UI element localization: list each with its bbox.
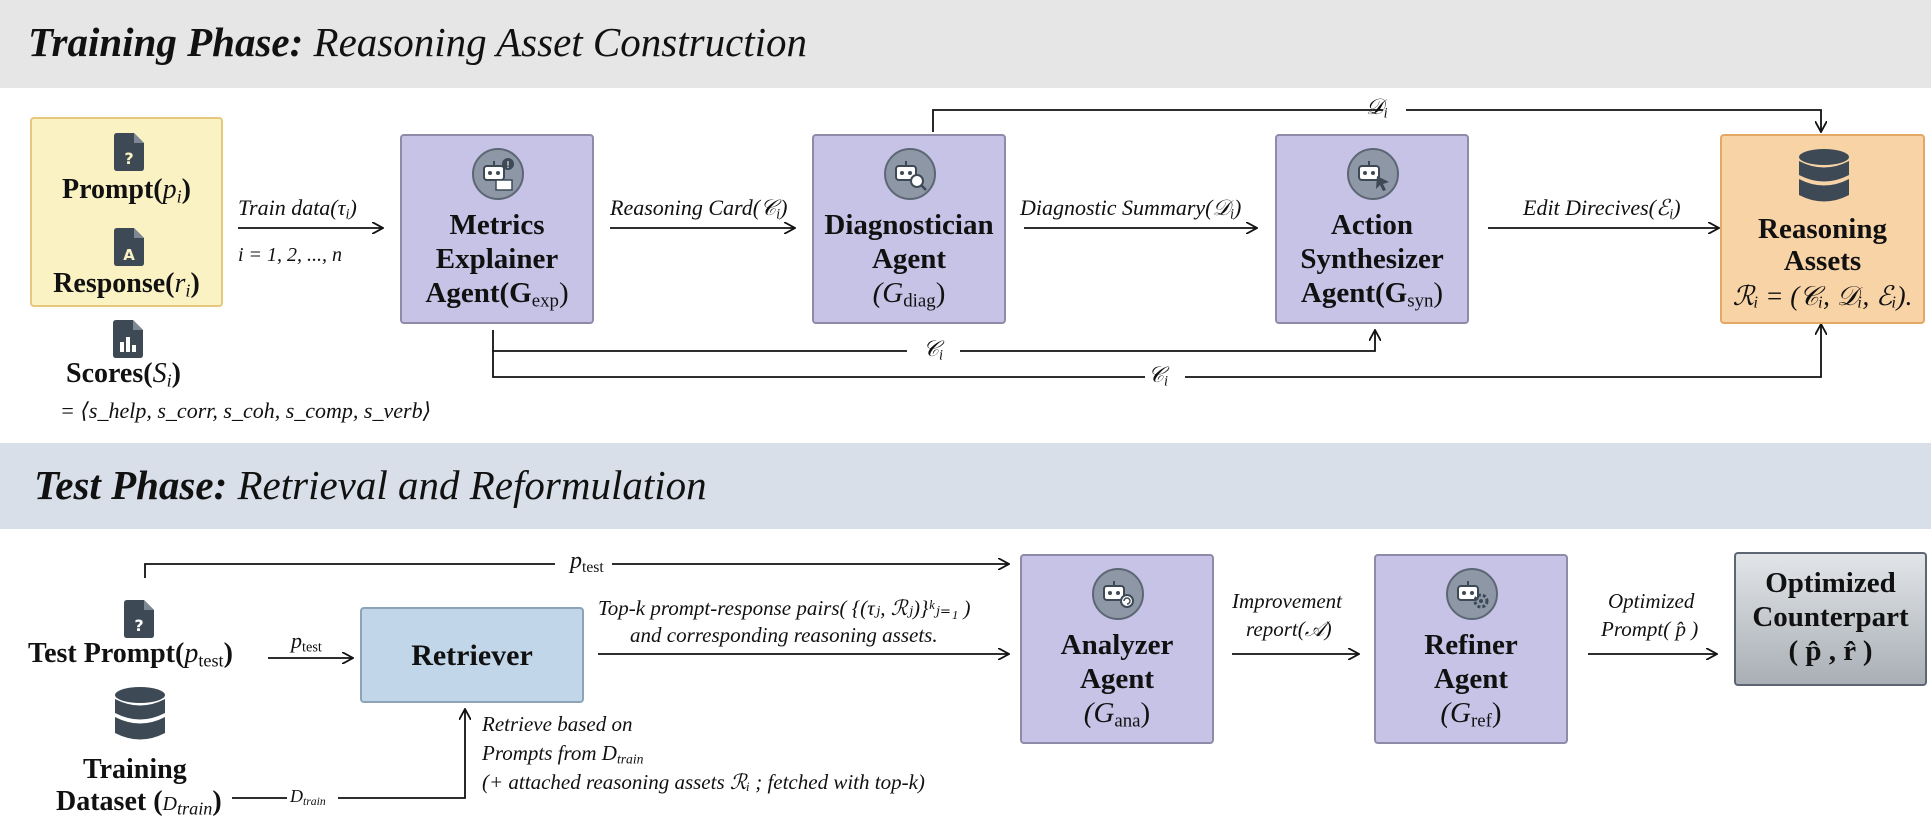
action-line2: Synthesizer	[1300, 243, 1444, 275]
prompt-label: Prompt(pi)	[62, 174, 191, 207]
response-label: Response(ri)	[53, 268, 200, 301]
diagnostician-agent: Diagnostician Agent (Gdiag)	[812, 134, 1006, 324]
index-range-label: i = 1, 2, ..., n	[238, 244, 343, 266]
p-test-arrow-label: ptest	[291, 628, 322, 656]
improvement-line1: Improvement	[1232, 589, 1343, 613]
arrow-metrics-to-action-bypass	[492, 330, 907, 352]
test-phase-title: Test Phase: Retrieval and Reformulation	[34, 461, 707, 509]
diag-line2: Agent	[871, 243, 947, 275]
topk-line1: Top-k prompt-response pairs( {(τⱼ, ℛⱼ)}ᵏ…	[598, 596, 971, 620]
refiner-line2: Agent	[1433, 663, 1509, 695]
topk-line2: and corresponding reasoning assets.	[630, 623, 938, 647]
svg-text:?: ?	[134, 616, 143, 635]
assets-line2: Assets	[1783, 245, 1862, 277]
diagnostic-summary-label: Diagnostic Summary(𝒟i)	[1020, 195, 1242, 223]
c-mid-bypass-label: 𝒞i	[923, 336, 944, 364]
p-test-top-label: ptest	[570, 548, 604, 576]
metrics-line2: Explainer	[435, 243, 559, 275]
arrow-metrics-to-assets-bypass	[492, 351, 1145, 378]
counterpart-line2: Counterpart	[1752, 601, 1909, 633]
question-document-icon: ?	[114, 133, 144, 171]
analyzer-line3: (Gana)	[1083, 697, 1151, 732]
retrieve-line2: Prompts from Dtrain	[482, 741, 644, 767]
training-dataset-line1: Training	[83, 754, 187, 785]
robot-alert-icon: !	[472, 148, 524, 200]
retriever-label: Retriever	[411, 639, 533, 672]
input-card: ? Prompt(pi) A Response(ri)	[30, 117, 223, 307]
test-prompt-label: Test Prompt(ptest)	[28, 638, 233, 671]
edit-directives-label: Edit Direcives(ℰi)	[1523, 195, 1681, 223]
metrics-line1: Metrics	[449, 209, 545, 241]
reasoning-card-label: Reasoning Card(𝒞i)	[610, 195, 788, 223]
diag-line1: Diagnostician	[824, 209, 994, 241]
training-title-bold: Training Phase:	[28, 19, 304, 65]
robot-gear-icon	[1446, 568, 1498, 620]
counterpart-line1: Optimized	[1765, 567, 1896, 599]
assets-line1: Reasoning	[1758, 213, 1887, 245]
action-line3: Agent(Gsyn)	[1300, 277, 1444, 312]
svg-text:A: A	[123, 246, 135, 264]
d-bypass-label: 𝒟i	[1366, 94, 1388, 122]
optimized-prompt-line2: Prompt( p̂ )	[1601, 617, 1699, 641]
optimized-counterpart-box: Optimized Counterpart ( p̂ , r̂ )	[1734, 552, 1927, 686]
train-data-label: Train data(τi)	[238, 195, 357, 223]
metrics-line3: Agent(Gexp)	[425, 277, 569, 312]
action-synthesizer-agent: Action Synthesizer Agent(Gsyn)	[1275, 134, 1469, 324]
retriever-box: Retriever	[360, 607, 584, 703]
refiner-line3: (Gref)	[1440, 697, 1502, 732]
improvement-line2: report(𝒜)	[1246, 617, 1332, 641]
scores-label: Scores(Si)	[66, 358, 181, 391]
arrow-test-prompt-to-analyzer	[144, 563, 555, 578]
scores-formula: = ⟨s_help, s_corr, s_coh, s_comp, s_verb…	[60, 398, 432, 423]
d-train-arrow-label: Dtrain	[290, 786, 326, 808]
assets-formula: ℛᵢ = (𝒞ᵢ, 𝒟ᵢ, ℰᵢ).	[1732, 281, 1913, 311]
analyzer-line2: Agent	[1079, 663, 1155, 695]
training-dataset-line2: Dataset (Dtrain)	[56, 786, 222, 819]
refiner-agent: Refiner Agent (Gref)	[1374, 554, 1568, 744]
answer-document-icon: A	[114, 228, 144, 266]
c-bottom-bypass-label: 𝒞i	[1148, 362, 1169, 390]
training-phase-band: Training Phase: Reasoning Asset Construc…	[0, 0, 1931, 88]
robot-cursor-icon	[1347, 148, 1399, 200]
analyzer-agent: Analyzer Agent (Gana)	[1020, 554, 1214, 744]
svg-text:?: ?	[124, 149, 133, 168]
retrieve-line1: Retrieve based on	[482, 712, 633, 736]
test-title-rest: Retrieval and Reformulation	[237, 462, 707, 508]
analyzer-line1: Analyzer	[1060, 629, 1174, 661]
reasoning-assets-box: Reasoning Assets ℛᵢ = (𝒞ᵢ, 𝒟ᵢ, ℰᵢ).	[1720, 134, 1925, 324]
svg-text:!: !	[506, 160, 510, 171]
refiner-line1: Refiner	[1424, 629, 1518, 661]
counterpart-line3: ( p̂ , r̂ )	[1788, 635, 1873, 667]
database-icon	[1799, 149, 1849, 202]
robot-refresh-icon	[1092, 568, 1144, 620]
arrow-diag-to-assets-bypass	[932, 109, 1383, 132]
training-title-rest: Reasoning Asset Construction	[313, 19, 808, 65]
action-line1: Action	[1330, 209, 1414, 241]
test-prompt-document-icon: ?	[124, 600, 154, 638]
scores-chart-icon	[113, 320, 143, 358]
training-phase-title: Training Phase: Reasoning Asset Construc…	[28, 18, 807, 66]
retrieve-line3: (+ attached reasoning assets ℛᵢ ; fetche…	[482, 770, 925, 794]
test-title-bold: Test Phase:	[34, 462, 228, 508]
diag-line3: (Gdiag)	[872, 277, 946, 312]
optimized-prompt-line1: Optimized	[1608, 589, 1695, 613]
training-dataset-database-icon	[115, 687, 165, 740]
metrics-explainer-agent: ! Metrics Explainer Agent(Gexp)	[400, 134, 594, 324]
robot-search-icon	[884, 148, 936, 200]
test-phase-band: Test Phase: Retrieval and Reformulation	[0, 443, 1931, 529]
